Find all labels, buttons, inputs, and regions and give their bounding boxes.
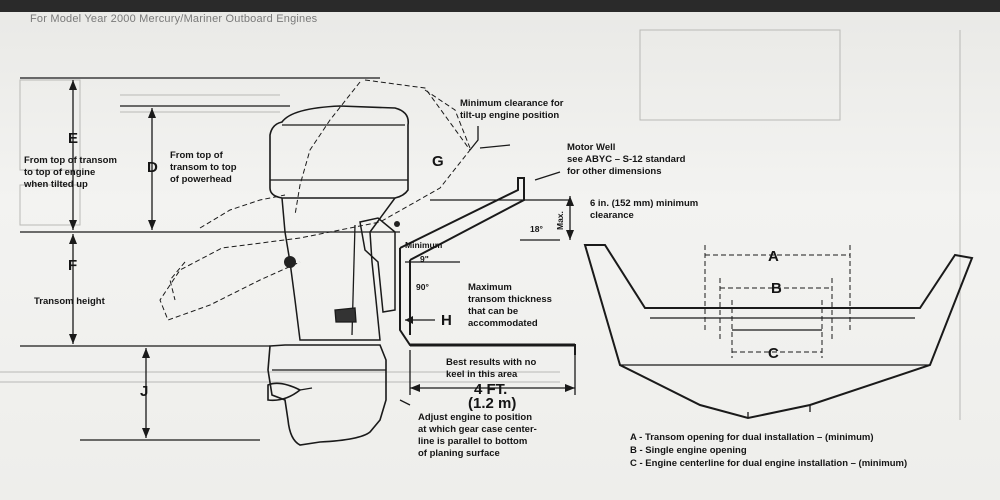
keel-line-1: Best results with no (446, 357, 536, 368)
six-inch-line-1: 6 in. (152 mm) minimum (590, 198, 698, 209)
meters-label: (1.2 m) (468, 395, 516, 412)
outboard-engine (267, 105, 410, 446)
letter-c: C (768, 345, 779, 362)
letter-j: J (140, 383, 148, 400)
max-label: Max. (555, 211, 565, 230)
left-dimension-notes: From top of transom to top of engine whe… (23, 150, 237, 307)
dimension-letter-labels: E D F J G H A B C (68, 130, 782, 400)
clearance-line-1: Minimum clearance for (460, 98, 564, 109)
letter-b: B (771, 280, 782, 297)
letter-d: D (147, 159, 158, 176)
thickness-line-1: Maximum (468, 282, 512, 293)
angle-90-label: 90° (416, 282, 429, 292)
thickness-line-4: accommodated (468, 318, 538, 329)
d-note-line-1: From top of (170, 150, 224, 161)
motor-well-line-1: Motor Well (567, 142, 615, 153)
adjust-line-1: Adjust engine to position (418, 412, 532, 423)
four-feet-label: 4 FT. (474, 381, 507, 398)
legend-b: B - Single engine opening (630, 445, 747, 456)
e-note-line-2: to top of engine (24, 167, 95, 178)
letter-g: G (432, 153, 444, 170)
page-subtitle: For Model Year 2000 Mercury/Mariner Outb… (30, 13, 318, 25)
letter-a: A (768, 248, 779, 265)
motor-well-line-2: see ABYC – S-12 standard (567, 154, 686, 165)
letter-e: E (68, 130, 78, 147)
thickness-line-2: transom thickness (468, 294, 552, 305)
keel-line-2: keel in this area (446, 369, 518, 380)
hull-cross-section (583, 244, 974, 420)
f-note: Transom height (34, 296, 106, 307)
legend-c: C - Engine centerline for dual engine in… (630, 458, 907, 469)
bleed-through-marks (0, 29, 961, 420)
letter-f: F (68, 257, 77, 274)
e-note-line-1: From top of transom (24, 155, 117, 166)
nine-inch-label: 9" (420, 254, 429, 264)
six-inch-line-2: clearance (590, 210, 634, 221)
legend-a: A - Transom opening for dual installatio… (630, 432, 874, 443)
motor-well-and-transom (399, 126, 576, 406)
hull-legend: A - Transom opening for dual installatio… (630, 432, 907, 469)
adjust-line-3: line is parallel to bottom (418, 436, 527, 447)
thickness-line-3: that can be (468, 306, 518, 317)
d-note-line-2: transom to top (170, 162, 237, 173)
engine-callouts: Minimum clearance for tilt-up engine pos… (405, 98, 698, 459)
adjust-line-4: of planing surface (418, 448, 500, 459)
clearance-line-2: tilt-up engine position (460, 110, 559, 121)
adjust-line-2: at which gear case center- (418, 424, 537, 435)
angle-18-label: 18° (530, 224, 543, 234)
letter-h: H (441, 312, 452, 329)
motor-well-line-3: for other dimensions (567, 166, 661, 177)
minimum-label: Minimum (405, 240, 443, 250)
page-top-edge (0, 0, 1000, 12)
e-note-line-3: when tilted up (23, 179, 88, 190)
dimension-lines (20, 77, 400, 441)
d-note-line-3: of powerhead (170, 174, 232, 185)
